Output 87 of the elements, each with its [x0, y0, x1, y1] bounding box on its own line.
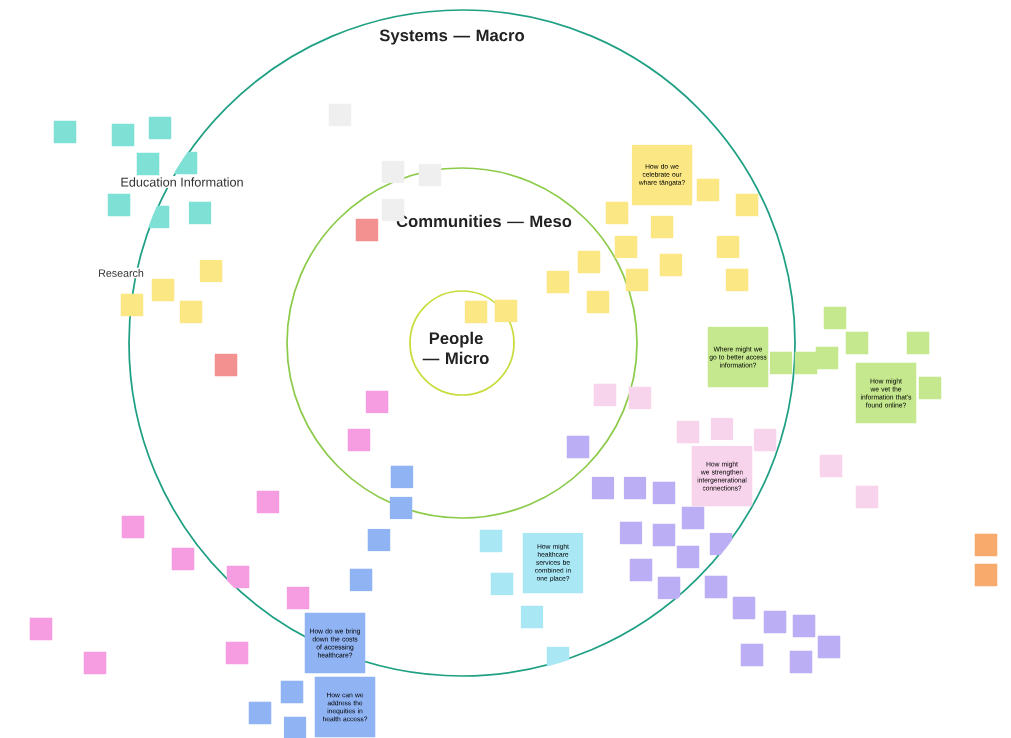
- sticky-note: [591, 476, 615, 500]
- sticky-note: [593, 383, 617, 407]
- sticky-note: [676, 545, 700, 569]
- sticky-note: [974, 563, 998, 587]
- group-label: Education Information: [119, 176, 245, 188]
- sticky-note: [355, 218, 379, 242]
- sticky-note: [794, 351, 818, 375]
- sticky-note: [214, 353, 238, 377]
- sticky-note: [107, 193, 131, 217]
- sticky-note: [566, 435, 590, 459]
- sticky-note: [151, 278, 175, 302]
- sticky-note: [479, 529, 503, 553]
- sticky-note: [546, 270, 570, 294]
- sticky-note: [845, 331, 869, 355]
- sticky-note: [623, 476, 647, 500]
- sticky-note: [389, 496, 413, 520]
- sticky-note: [652, 481, 676, 505]
- sticky-note: [171, 547, 195, 571]
- sticky-note: [657, 576, 681, 600]
- sticky-note: [464, 300, 488, 324]
- sticky-note: [490, 572, 514, 596]
- sticky-note: [286, 586, 310, 610]
- sticky-note: [735, 193, 759, 217]
- sticky-note: [629, 558, 653, 582]
- sticky-note: [710, 417, 734, 441]
- sticky-note: [819, 454, 843, 478]
- sticky-note: [347, 428, 371, 452]
- sticky-note: [704, 575, 728, 599]
- sticky-note: [148, 116, 172, 140]
- sticky-note: [652, 523, 676, 547]
- sticky-note: [918, 376, 942, 400]
- sticky-note: [381, 160, 405, 184]
- sticky-note: [676, 420, 700, 444]
- sticky-note: [83, 651, 107, 675]
- sticky-note: [121, 515, 145, 539]
- sticky-note: [577, 250, 601, 274]
- sticky-note: [225, 641, 249, 665]
- sticky-note: [226, 565, 250, 589]
- sticky-note: [520, 605, 544, 629]
- sticky-note: [855, 485, 879, 509]
- sticky-note: [280, 680, 304, 704]
- sticky-note: [365, 390, 389, 414]
- sticky-note: [179, 300, 203, 324]
- sticky-note: [625, 268, 649, 292]
- sticky-note: [732, 596, 756, 620]
- sticky-note: [174, 151, 198, 175]
- sticky-note: [659, 253, 683, 277]
- sticky-note: [53, 120, 77, 144]
- sticky-note: [716, 235, 740, 259]
- sticky-note: [146, 205, 170, 229]
- sticky-note: [740, 643, 764, 667]
- sticky-note: [696, 178, 720, 202]
- sticky-note: [418, 163, 442, 187]
- sticky-note: [681, 506, 705, 530]
- sticky-note: [111, 123, 135, 147]
- sticky-note: [614, 235, 638, 259]
- group-label: Research: [96, 267, 146, 279]
- circle-ring: People — Micro: [409, 290, 515, 396]
- sticky-note: [753, 428, 777, 452]
- sticky-note: [29, 617, 53, 641]
- sticky-note: [256, 490, 280, 514]
- sticky-note: [188, 201, 212, 225]
- sticky-note: [199, 259, 223, 283]
- sticky-note: [120, 293, 144, 317]
- sticky-note: [725, 268, 749, 292]
- sticky-note: [619, 521, 643, 545]
- sticky-note: [817, 635, 841, 659]
- sticky-note: [605, 201, 629, 225]
- sticky-note: [367, 528, 391, 552]
- sticky-note: [709, 532, 733, 556]
- sticky-note: [136, 152, 160, 176]
- sticky-note: [789, 650, 813, 674]
- sticky-note: [628, 386, 652, 410]
- sticky-note: [390, 465, 414, 489]
- sticky-note: [349, 568, 373, 592]
- sticky-note: [823, 306, 847, 330]
- sticky-note: [283, 716, 307, 738]
- sticky-note: [586, 290, 610, 314]
- sticky-note: [494, 299, 518, 323]
- sticky-note: [792, 614, 816, 638]
- sticky-note: [248, 701, 272, 725]
- sticky-note: [815, 346, 839, 370]
- sticky-note: [769, 351, 793, 375]
- sticky-note: [650, 215, 674, 239]
- sticky-note: [974, 533, 998, 557]
- sticky-note: [763, 610, 787, 634]
- sticky-note: [906, 331, 930, 355]
